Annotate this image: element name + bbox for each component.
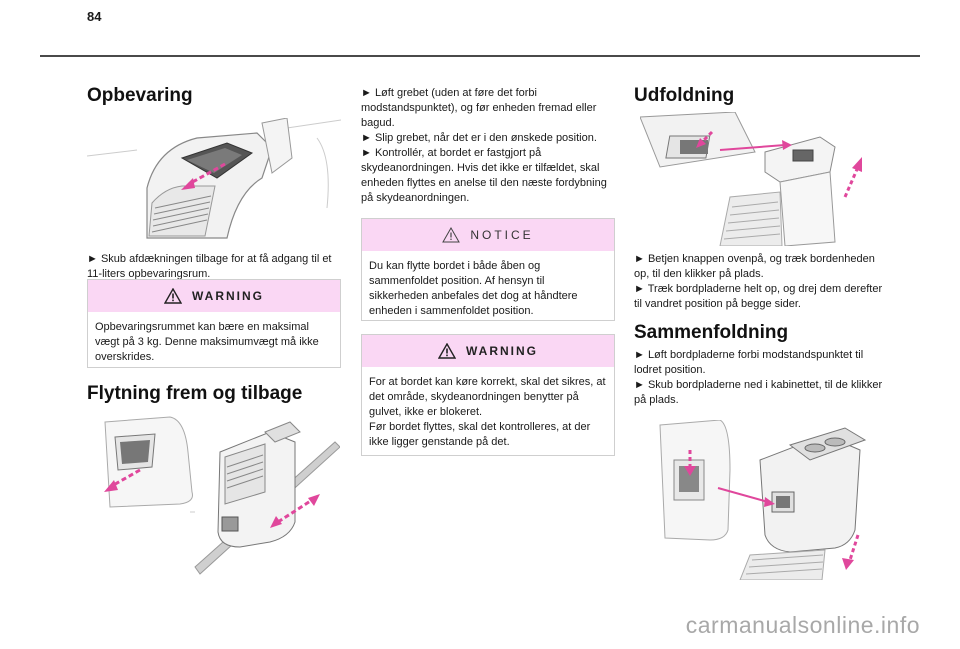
unfold-heading: Udfoldning	[634, 85, 735, 106]
watermark: carmanualsonline.info	[685, 612, 920, 638]
storage-heading: Opbevaring	[87, 85, 193, 106]
move-warning-header: WARNING	[362, 335, 614, 367]
unfold-steps: ► Betjen knappen ovenpå, og træk bordenh…	[634, 252, 888, 312]
column-left: Opbevaring ► Skub afdækningen tilbage fo…	[87, 70, 341, 282]
move-warning-box: WARNING For at bordet kan køre korrekt, …	[361, 334, 615, 456]
move-notice-text: Du kan flytte bordet i både åben og samm…	[369, 260, 578, 317]
move-step-1: ► Løft grebet (uden at føre det forbi mo…	[361, 87, 597, 129]
move-notice-header: NOTICE	[362, 219, 614, 251]
storage-warning-header: WARNING	[88, 280, 340, 312]
notice-triangle-icon	[442, 227, 461, 243]
move-warning-text-1: For at bordet kan køre korrekt, skal det…	[369, 376, 606, 418]
fold-step-2: ► Skub bordpladerne ned i kabinettet, ti…	[634, 379, 883, 406]
header-rule	[40, 55, 920, 57]
column-middle: ► Løft grebet (uden at føre det forbi mo…	[361, 86, 615, 206]
page-number: 84	[87, 9, 102, 24]
move-illustration	[100, 412, 340, 577]
move-heading: Flytning frem og tilbage	[87, 383, 303, 404]
fold-heading: Sammenfoldning	[634, 322, 789, 343]
move-warning-label: WARNING	[466, 344, 538, 358]
storage-step: ► Skub afdækningen tilbage for at få adg…	[87, 253, 332, 280]
warning-triangle-icon	[164, 288, 182, 304]
move-warning-text-2: Før bordet flyttes, skal det kontrollere…	[369, 421, 591, 448]
storage-warning-box: WARNING Opbevaringsrummet kan bære en ma…	[87, 279, 341, 368]
storage-warning-label: WARNING	[192, 289, 264, 303]
fold-illustration	[650, 420, 876, 580]
fold-steps: ► Løft bordpladerne forbi modstandspunkt…	[634, 348, 888, 408]
storage-warning-text: Opbevaringsrummet kan bære en maksimal v…	[95, 321, 319, 363]
storage-illustration	[87, 118, 341, 244]
move-notice-label: NOTICE	[470, 228, 534, 242]
move-step-2: ► Slip grebet, når det er i den ønskede …	[361, 132, 597, 144]
warning-triangle-icon	[438, 343, 456, 359]
move-warning-text: For at bordet kan køre korrekt, skal det…	[362, 367, 614, 458]
move-step-3: ► Kontrollér, at bordet er fastgjort på …	[361, 147, 607, 204]
fold-step-1: ► Løft bordpladerne forbi modstandspunkt…	[634, 349, 864, 376]
unfold-step-2: ► Træk bordpladerne helt op, og drej dem…	[634, 283, 883, 310]
unfold-step-1: ► Betjen knappen ovenpå, og træk bordenh…	[634, 253, 875, 280]
unfold-illustration	[640, 112, 874, 246]
move-notice-box: NOTICE Du kan flytte bordet i både åben …	[361, 218, 615, 321]
